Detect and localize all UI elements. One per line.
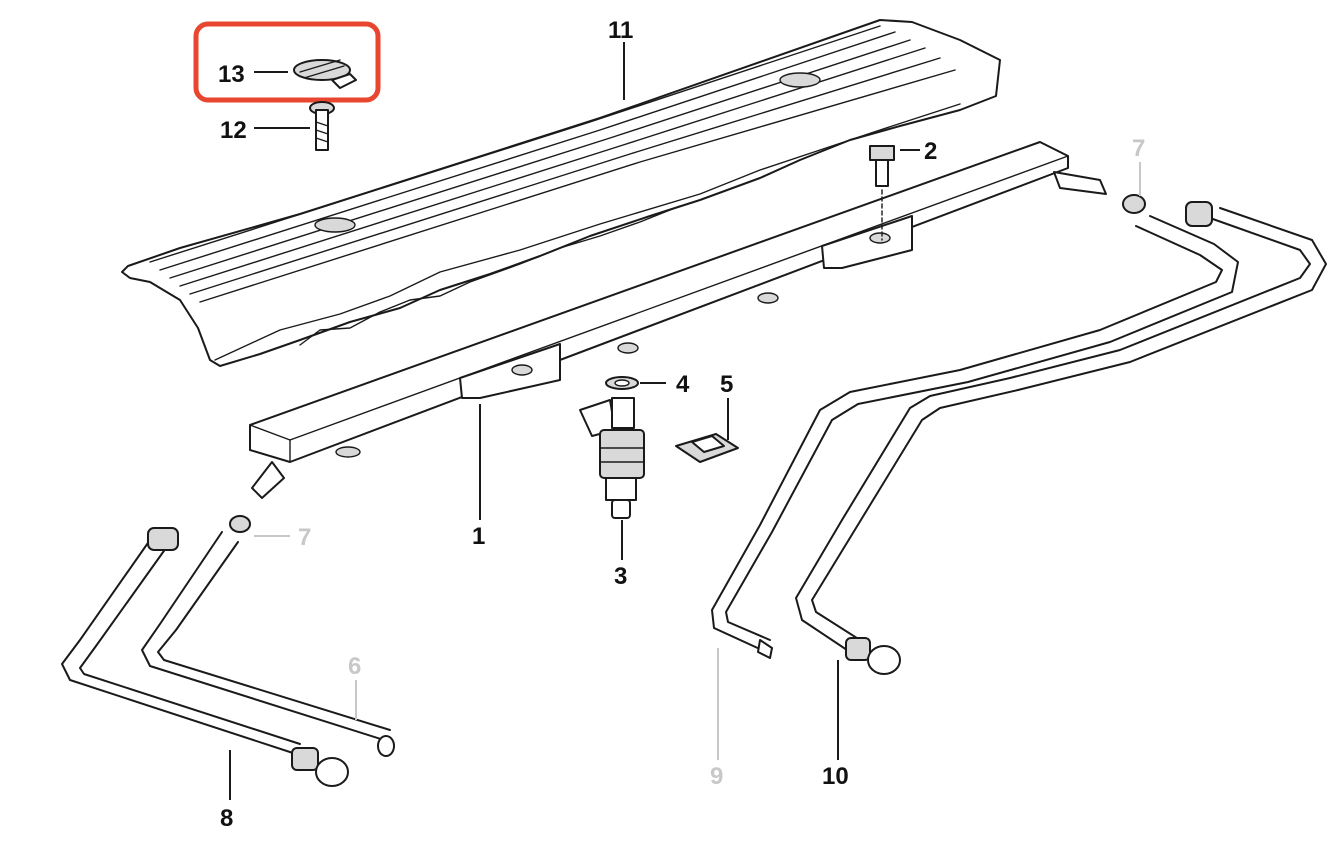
injector-part-3[interactable]: [579, 397, 645, 519]
part-label-12: 12: [220, 117, 247, 144]
part-label-8: 8: [220, 805, 233, 832]
clip-part-5[interactable]: [675, 433, 739, 463]
part-label-6: 6: [348, 653, 361, 680]
seal-ring-part-4[interactable]: [605, 376, 639, 390]
part-label-4: 4: [676, 371, 690, 398]
engine-cover-part-11[interactable]: [121, 19, 1001, 367]
bolt-part-2[interactable]: [869, 145, 895, 241]
part-label-9: 9: [710, 763, 723, 790]
hose-clamp-part-7-right[interactable]: [1122, 194, 1146, 214]
part-label-7-left: 7: [298, 524, 311, 551]
part-label-7-right: 7: [1132, 135, 1145, 162]
bolt-part-12[interactable]: [309, 101, 335, 151]
part-label-3: 3: [614, 563, 627, 590]
highlight-box: [193, 21, 381, 103]
fuel-hose-part-8[interactable]: [61, 527, 349, 787]
part-label-2: 2: [924, 138, 937, 165]
cover-cap-part-13[interactable]: [293, 59, 357, 89]
fuel-rail-part-1[interactable]: [249, 141, 1107, 499]
fuel-hose-part-10[interactable]: [795, 201, 1327, 675]
part-label-11: 11: [608, 17, 633, 44]
hose-end-part-9: [757, 639, 773, 659]
part-label-13: 13: [218, 61, 245, 88]
part-label-10: 10: [822, 763, 849, 790]
fuel-hose-part-9[interactable]: [711, 215, 1239, 651]
fuel-hose-part-6[interactable]: [141, 531, 395, 757]
part-label-1: 1: [472, 523, 485, 550]
hose-clamp-part-7-left[interactable]: [229, 515, 251, 533]
part-label-5: 5: [720, 371, 733, 398]
